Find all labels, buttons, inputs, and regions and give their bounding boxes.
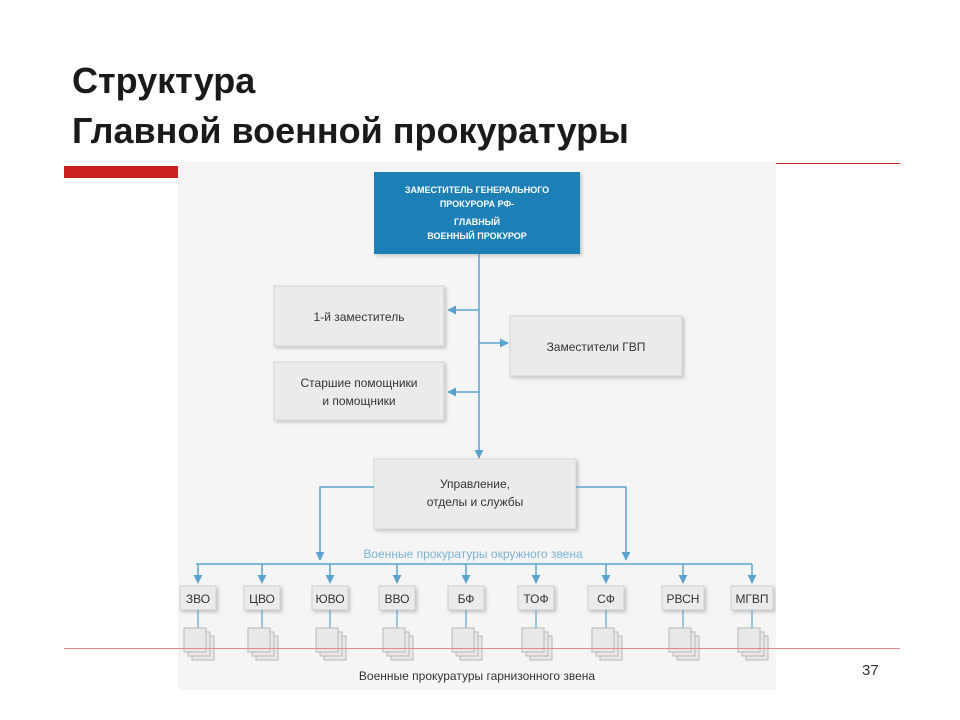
garrison-document-icon	[591, 627, 615, 653]
chief-line-2: ПРОКУРОРА РФ-	[440, 199, 514, 209]
deputies-gvp-box: Заместители ГВП	[509, 315, 683, 377]
org-chart-svg: ЗАМЕСТИТЕЛЬ ГЕНЕРАЛЬНОГО ПРОКУРОРА РФ- Г…	[179, 172, 774, 683]
garrison-document-icon	[247, 627, 271, 653]
district-level-label: Военные прокуратуры окружного звена	[363, 547, 583, 561]
garrison-document-icon	[668, 627, 692, 653]
district-5: БФ	[447, 564, 485, 661]
district-label: БФ	[458, 592, 475, 606]
district-9: МГВП	[730, 564, 774, 661]
org-chart: ЗАМЕСТИТЕЛЬ ГЕНЕРАЛЬНОГО ПРОКУРОРА РФ- Г…	[178, 162, 776, 690]
management-line-2: отделы и службы	[427, 495, 524, 509]
district-label: СФ	[597, 592, 615, 606]
district-4: ВВО	[378, 564, 416, 661]
deputies-gvp-label: Заместители ГВП	[547, 340, 646, 354]
assistants-box: Старшие помощники и помощники	[273, 361, 445, 421]
chief-line-3: ГЛАВНЫЙ	[454, 216, 500, 227]
slide-title: Структура Главной военной прокуратуры	[72, 56, 629, 156]
connector-management-left	[315, 486, 374, 561]
assistants-line-1: Старшие помощники	[301, 376, 418, 390]
chief-line-4: ВОЕННЫЙ ПРОКУРОР	[427, 230, 527, 241]
district-box	[661, 585, 705, 611]
garrison-level-label: Военные прокуратуры гарнизонного звена	[359, 669, 595, 683]
district-prosecutors: ЗВО ЦВО ЮВО ВВО БФ ТОФ СФ РВСН МГВП	[179, 564, 774, 661]
district-1: ЗВО	[179, 564, 217, 661]
district-label: ЗВО	[186, 592, 210, 606]
garrison-document-icon	[737, 627, 761, 653]
management-box: Управление, отделы и службы	[373, 458, 577, 530]
district-3: ЮВО	[311, 564, 349, 661]
district-6: ТОФ	[517, 564, 555, 661]
first-deputy-box: 1-й заместитель	[273, 285, 445, 347]
title-line-1: Структура	[72, 60, 256, 101]
district-label: МГВП	[735, 592, 768, 606]
district-box	[378, 585, 416, 611]
district-2: ЦВО	[243, 564, 281, 661]
chief-military-prosecutor-box: ЗАМЕСТИТЕЛЬ ГЕНЕРАЛЬНОГО ПРОКУРОРА РФ- Г…	[374, 172, 580, 254]
red-divider-bottom	[64, 648, 900, 649]
garrison-document-icon	[521, 627, 545, 653]
district-label: ЦВО	[249, 592, 275, 606]
district-box	[447, 585, 485, 611]
title-line-2: Главной военной прокуратуры	[72, 110, 629, 151]
first-deputy-label: 1-й заместитель	[314, 310, 405, 324]
assistants-line-2: и помощники	[322, 394, 395, 408]
chief-line-1: ЗАМЕСТИТЕЛЬ ГЕНЕРАЛЬНОГО	[405, 185, 549, 195]
district-7: СФ	[587, 564, 625, 661]
garrison-document-icon	[183, 627, 207, 653]
district-box	[517, 585, 555, 611]
district-label: ТОФ	[523, 592, 548, 606]
district-box	[243, 585, 281, 611]
district-label: ЮВО	[315, 592, 344, 606]
slide-number: 37	[862, 662, 879, 679]
management-line-1: Управление,	[440, 477, 510, 491]
garrison-document-icon	[451, 627, 475, 653]
district-8: РВСН	[661, 564, 705, 661]
connector-management-right	[576, 486, 631, 561]
district-label: РВСН	[667, 592, 700, 606]
garrison-document-icon	[382, 627, 406, 653]
district-label: ВВО	[385, 592, 410, 606]
garrison-document-icon	[315, 627, 339, 653]
red-accent-bar	[64, 166, 184, 178]
